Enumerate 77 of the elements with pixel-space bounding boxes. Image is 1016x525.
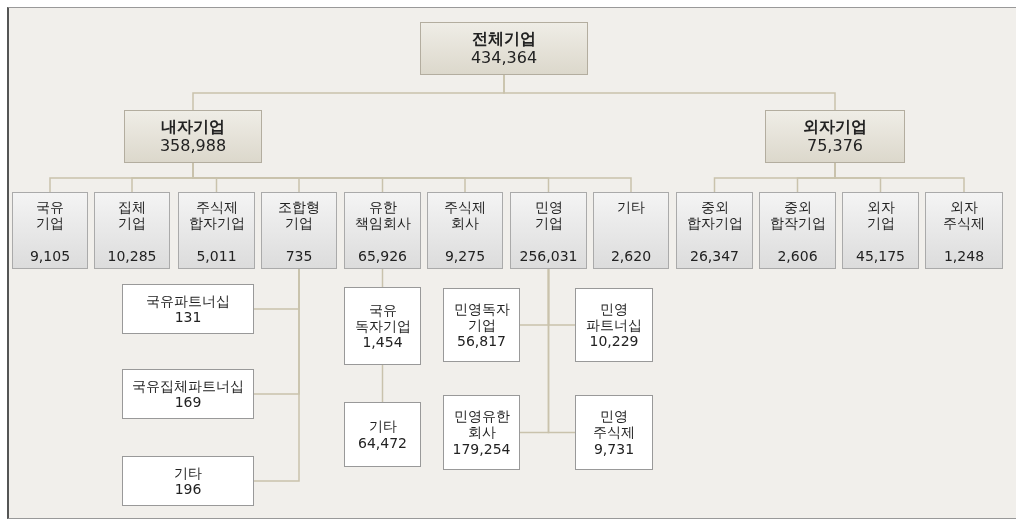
count-label: 358,988 — [159, 136, 227, 155]
category-label: 유한 책임회사 — [354, 199, 411, 232]
category-box — [124, 110, 262, 163]
subcategory-box — [122, 369, 254, 419]
count-label: 2,606 — [777, 247, 818, 264]
category-label: 민영유한 회사 — [453, 408, 510, 441]
count-label: 9,105 — [29, 247, 71, 264]
category-label: 외자 기업 — [866, 199, 895, 232]
connector-line — [253, 268, 300, 482]
subcategory-box — [575, 288, 653, 362]
category-box — [344, 192, 421, 269]
category-label: 민영 파트너십 — [586, 300, 642, 334]
category-label: 국유 독자기업 — [354, 301, 411, 335]
category-label: 주식제 회사 — [444, 199, 486, 232]
category-label: 국유파트너십 — [146, 292, 230, 309]
count-label: 9,731 — [593, 440, 635, 457]
count-label: 735 — [285, 247, 313, 264]
count-label: 75,376 — [807, 136, 863, 155]
subcategory-box — [122, 284, 254, 334]
category-label: 조합형 기업 — [278, 199, 320, 232]
category-box — [593, 192, 669, 269]
category-label: 민영 주식제 — [593, 408, 635, 441]
category-box — [261, 192, 337, 269]
category-label: 기타 — [617, 199, 645, 216]
category-box — [765, 110, 905, 163]
category-label: 집체 기업 — [118, 199, 146, 232]
subcategory-box — [122, 456, 254, 506]
count-label: 256,031 — [519, 247, 578, 264]
connector-line — [381, 364, 384, 403]
connector-line — [547, 268, 576, 434]
count-label: 10,229 — [589, 333, 639, 350]
category-label: 민영 기업 — [534, 199, 563, 232]
count-label: 434,364 — [470, 48, 538, 67]
category-label: 국유 기업 — [36, 199, 64, 232]
subcategory-box — [443, 395, 520, 470]
count-label: 10,285 — [107, 247, 157, 264]
connector-line — [503, 74, 836, 111]
category-box — [12, 192, 88, 269]
category-label: 기타 — [368, 418, 397, 435]
category-label: 외자기업 — [803, 118, 867, 137]
category-box — [925, 192, 1003, 269]
category-label: 전체기업 — [472, 30, 536, 49]
count-label: 64,472 — [358, 434, 407, 451]
category-label: 중외 합작기업 — [769, 199, 826, 232]
count-label: 65,926 — [358, 247, 407, 264]
category-label: 주식제 합자기업 — [188, 199, 245, 232]
subcategory-box — [344, 287, 421, 365]
count-label: 26,347 — [690, 247, 739, 264]
count-label: 45,175 — [856, 247, 905, 264]
count-label: 5,011 — [196, 247, 237, 264]
category-label: 내자기업 — [161, 118, 225, 137]
count-label: 56,817 — [457, 333, 506, 350]
category-box — [676, 192, 753, 269]
subcategory-box — [443, 288, 520, 362]
category-box — [759, 192, 836, 269]
category-box — [510, 192, 587, 269]
count-label: 196 — [174, 481, 202, 498]
subcategory-box — [575, 395, 653, 470]
category-box — [842, 192, 919, 269]
count-label: 1,248 — [943, 247, 985, 264]
count-label: 9,275 — [444, 247, 486, 264]
category-label: 중외 합자기업 — [686, 199, 743, 232]
category-label: 국유집체파트너십 — [132, 377, 244, 394]
count-label: 169 — [174, 394, 202, 411]
category-label: 민영독자 기업 — [453, 300, 510, 334]
category-box — [94, 192, 170, 269]
count-label: 2,620 — [610, 247, 652, 264]
count-label: 131 — [174, 309, 202, 326]
category-box — [427, 192, 503, 269]
connector-line — [834, 162, 965, 193]
count-label: 1,454 — [362, 334, 403, 351]
category-box — [178, 192, 255, 269]
count-label: 179,254 — [452, 440, 511, 457]
category-label: 기타 — [174, 464, 202, 481]
category-box — [420, 22, 588, 75]
category-label: 외자 주식제 — [943, 199, 985, 232]
subcategory-box — [344, 402, 421, 467]
